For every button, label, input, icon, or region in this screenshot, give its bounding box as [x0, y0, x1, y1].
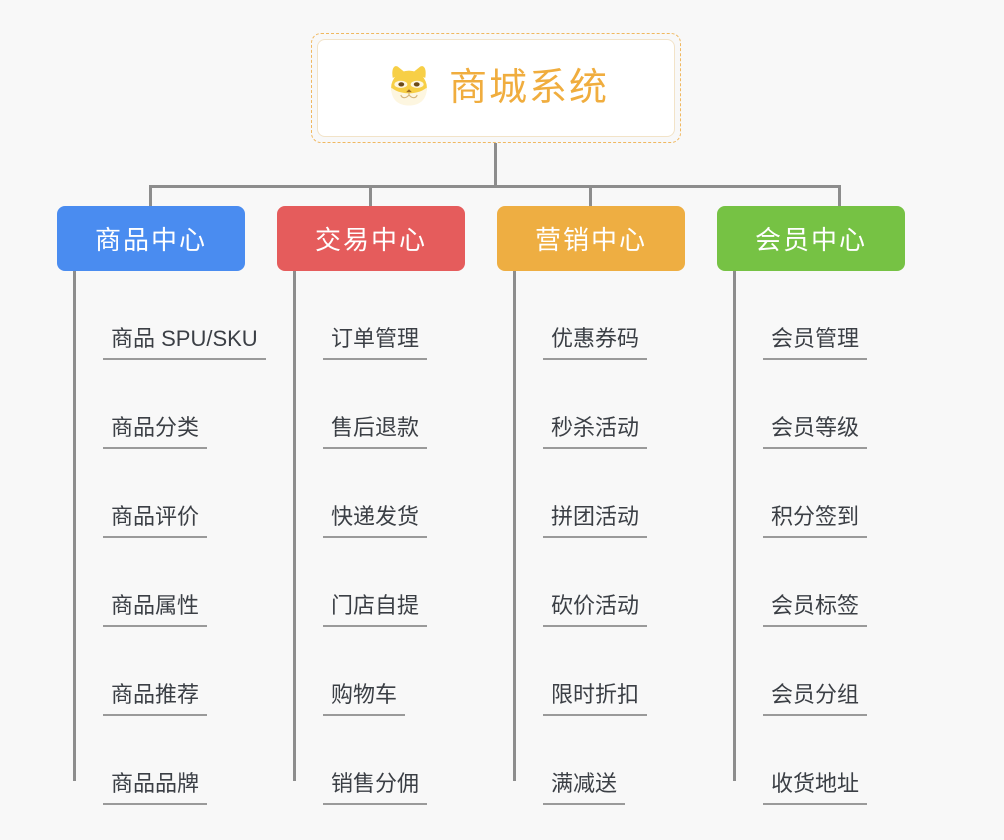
leaf-label: 售后退款 [323, 414, 428, 449]
leaf-label: 商品属性 [103, 592, 208, 627]
branch-spine-1 [73, 271, 76, 781]
leaf-label: 收货地址 [763, 770, 868, 805]
list-item[interactable]: 门店自提 [293, 538, 497, 627]
category-node-3[interactable]: 营销中心 [497, 206, 685, 271]
connector-drop-1 [149, 185, 152, 207]
list-item[interactable]: 会员管理 [733, 271, 937, 360]
list-item[interactable]: 购物车 [293, 627, 497, 716]
category-node-4[interactable]: 会员中心 [717, 206, 905, 271]
branch-column-3: 营销中心 优惠券码 秒杀活动 拼团活动 砍价活动 限时折扣 满减送 [497, 206, 717, 805]
list-item[interactable]: 收货地址 [733, 716, 937, 805]
root-title: 商城系统 [448, 67, 609, 109]
leaf-group-1: 商品 SPU/SKU 商品分类 商品评价 商品属性 商品推荐 商品品牌 [73, 271, 277, 805]
list-item[interactable]: 砍价活动 [513, 538, 717, 627]
leaf-label: 购物车 [323, 681, 406, 716]
leaf-label: 拼团活动 [543, 503, 648, 538]
list-item[interactable]: 优惠券码 [513, 271, 717, 360]
list-item[interactable]: 满减送 [513, 716, 717, 805]
branch-column-1: 商品中心 商品 SPU/SKU 商品分类 商品评价 商品属性 商品推荐 商品品牌 [57, 206, 277, 805]
leaf-label: 商品推荐 [103, 681, 208, 716]
root-card: 商城系统 [317, 39, 675, 137]
root-dashed-border [311, 33, 681, 143]
list-item[interactable]: 会员分组 [733, 627, 937, 716]
category-node-2[interactable]: 交易中心 [277, 206, 465, 271]
connector-drop-4 [838, 185, 841, 207]
branch-column-4: 会员中心 会员管理 会员等级 积分签到 会员标签 会员分组 收货地址 [717, 206, 937, 805]
list-item[interactable]: 商品品牌 [73, 716, 277, 805]
leaf-label: 商品分类 [103, 414, 208, 449]
leaf-label: 积分签到 [763, 503, 868, 538]
leaf-label: 快递发货 [323, 503, 428, 538]
leaf-label: 会员管理 [763, 325, 868, 360]
leaf-label: 优惠券码 [543, 325, 648, 360]
list-item[interactable]: 积分签到 [733, 449, 937, 538]
branch-spine-2 [293, 271, 296, 781]
list-item[interactable]: 销售分佣 [293, 716, 497, 805]
connector-horizontal-bus [149, 185, 841, 188]
leaf-label: 订单管理 [323, 325, 428, 360]
list-item[interactable]: 商品 SPU/SKU [73, 271, 277, 360]
leaf-label: 限时折扣 [543, 681, 648, 716]
list-item[interactable]: 拼团活动 [513, 449, 717, 538]
branch-spine-4 [733, 271, 736, 781]
category-node-1[interactable]: 商品中心 [57, 206, 245, 271]
list-item[interactable]: 快递发货 [293, 449, 497, 538]
connector-root-stem [494, 143, 497, 187]
leaf-label: 会员等级 [763, 414, 868, 449]
list-item[interactable]: 订单管理 [293, 271, 497, 360]
branch-column-2: 交易中心 订单管理 售后退款 快递发货 门店自提 购物车 销售分佣 [277, 206, 497, 805]
list-item[interactable]: 商品评价 [73, 449, 277, 538]
root-node[interactable]: 商城系统 [311, 33, 681, 143]
list-item[interactable]: 商品分类 [73, 360, 277, 449]
list-item[interactable]: 会员标签 [733, 538, 937, 627]
leaf-label: 门店自提 [323, 592, 428, 627]
leaf-group-3: 优惠券码 秒杀活动 拼团活动 砍价活动 限时折扣 满减送 [513, 271, 717, 805]
list-item[interactable]: 会员等级 [733, 360, 937, 449]
leaf-label: 商品品牌 [103, 770, 208, 805]
leaf-group-4: 会员管理 会员等级 积分签到 会员标签 会员分组 收货地址 [733, 271, 937, 805]
list-item[interactable]: 商品推荐 [73, 627, 277, 716]
leaf-label: 会员分组 [763, 681, 868, 716]
connector-drop-2 [369, 185, 372, 207]
connector-drop-3 [589, 185, 592, 207]
leaf-label: 满减送 [543, 770, 626, 805]
leaf-group-2: 订单管理 售后退款 快递发货 门店自提 购物车 销售分佣 [293, 271, 497, 805]
leaf-label: 秒杀活动 [543, 414, 648, 449]
leaf-label: 商品 SPU/SKU [103, 325, 266, 360]
branch-spine-3 [513, 271, 516, 781]
leaf-label: 砍价活动 [543, 592, 648, 627]
leaf-label: 商品评价 [103, 503, 208, 538]
leaf-label: 会员标签 [763, 592, 868, 627]
leaf-label: 销售分佣 [323, 770, 428, 805]
list-item[interactable]: 商品属性 [73, 538, 277, 627]
list-item[interactable]: 秒杀活动 [513, 360, 717, 449]
list-item[interactable]: 售后退款 [293, 360, 497, 449]
list-item[interactable]: 限时折扣 [513, 627, 717, 716]
shiba-dog-icon [383, 60, 435, 117]
